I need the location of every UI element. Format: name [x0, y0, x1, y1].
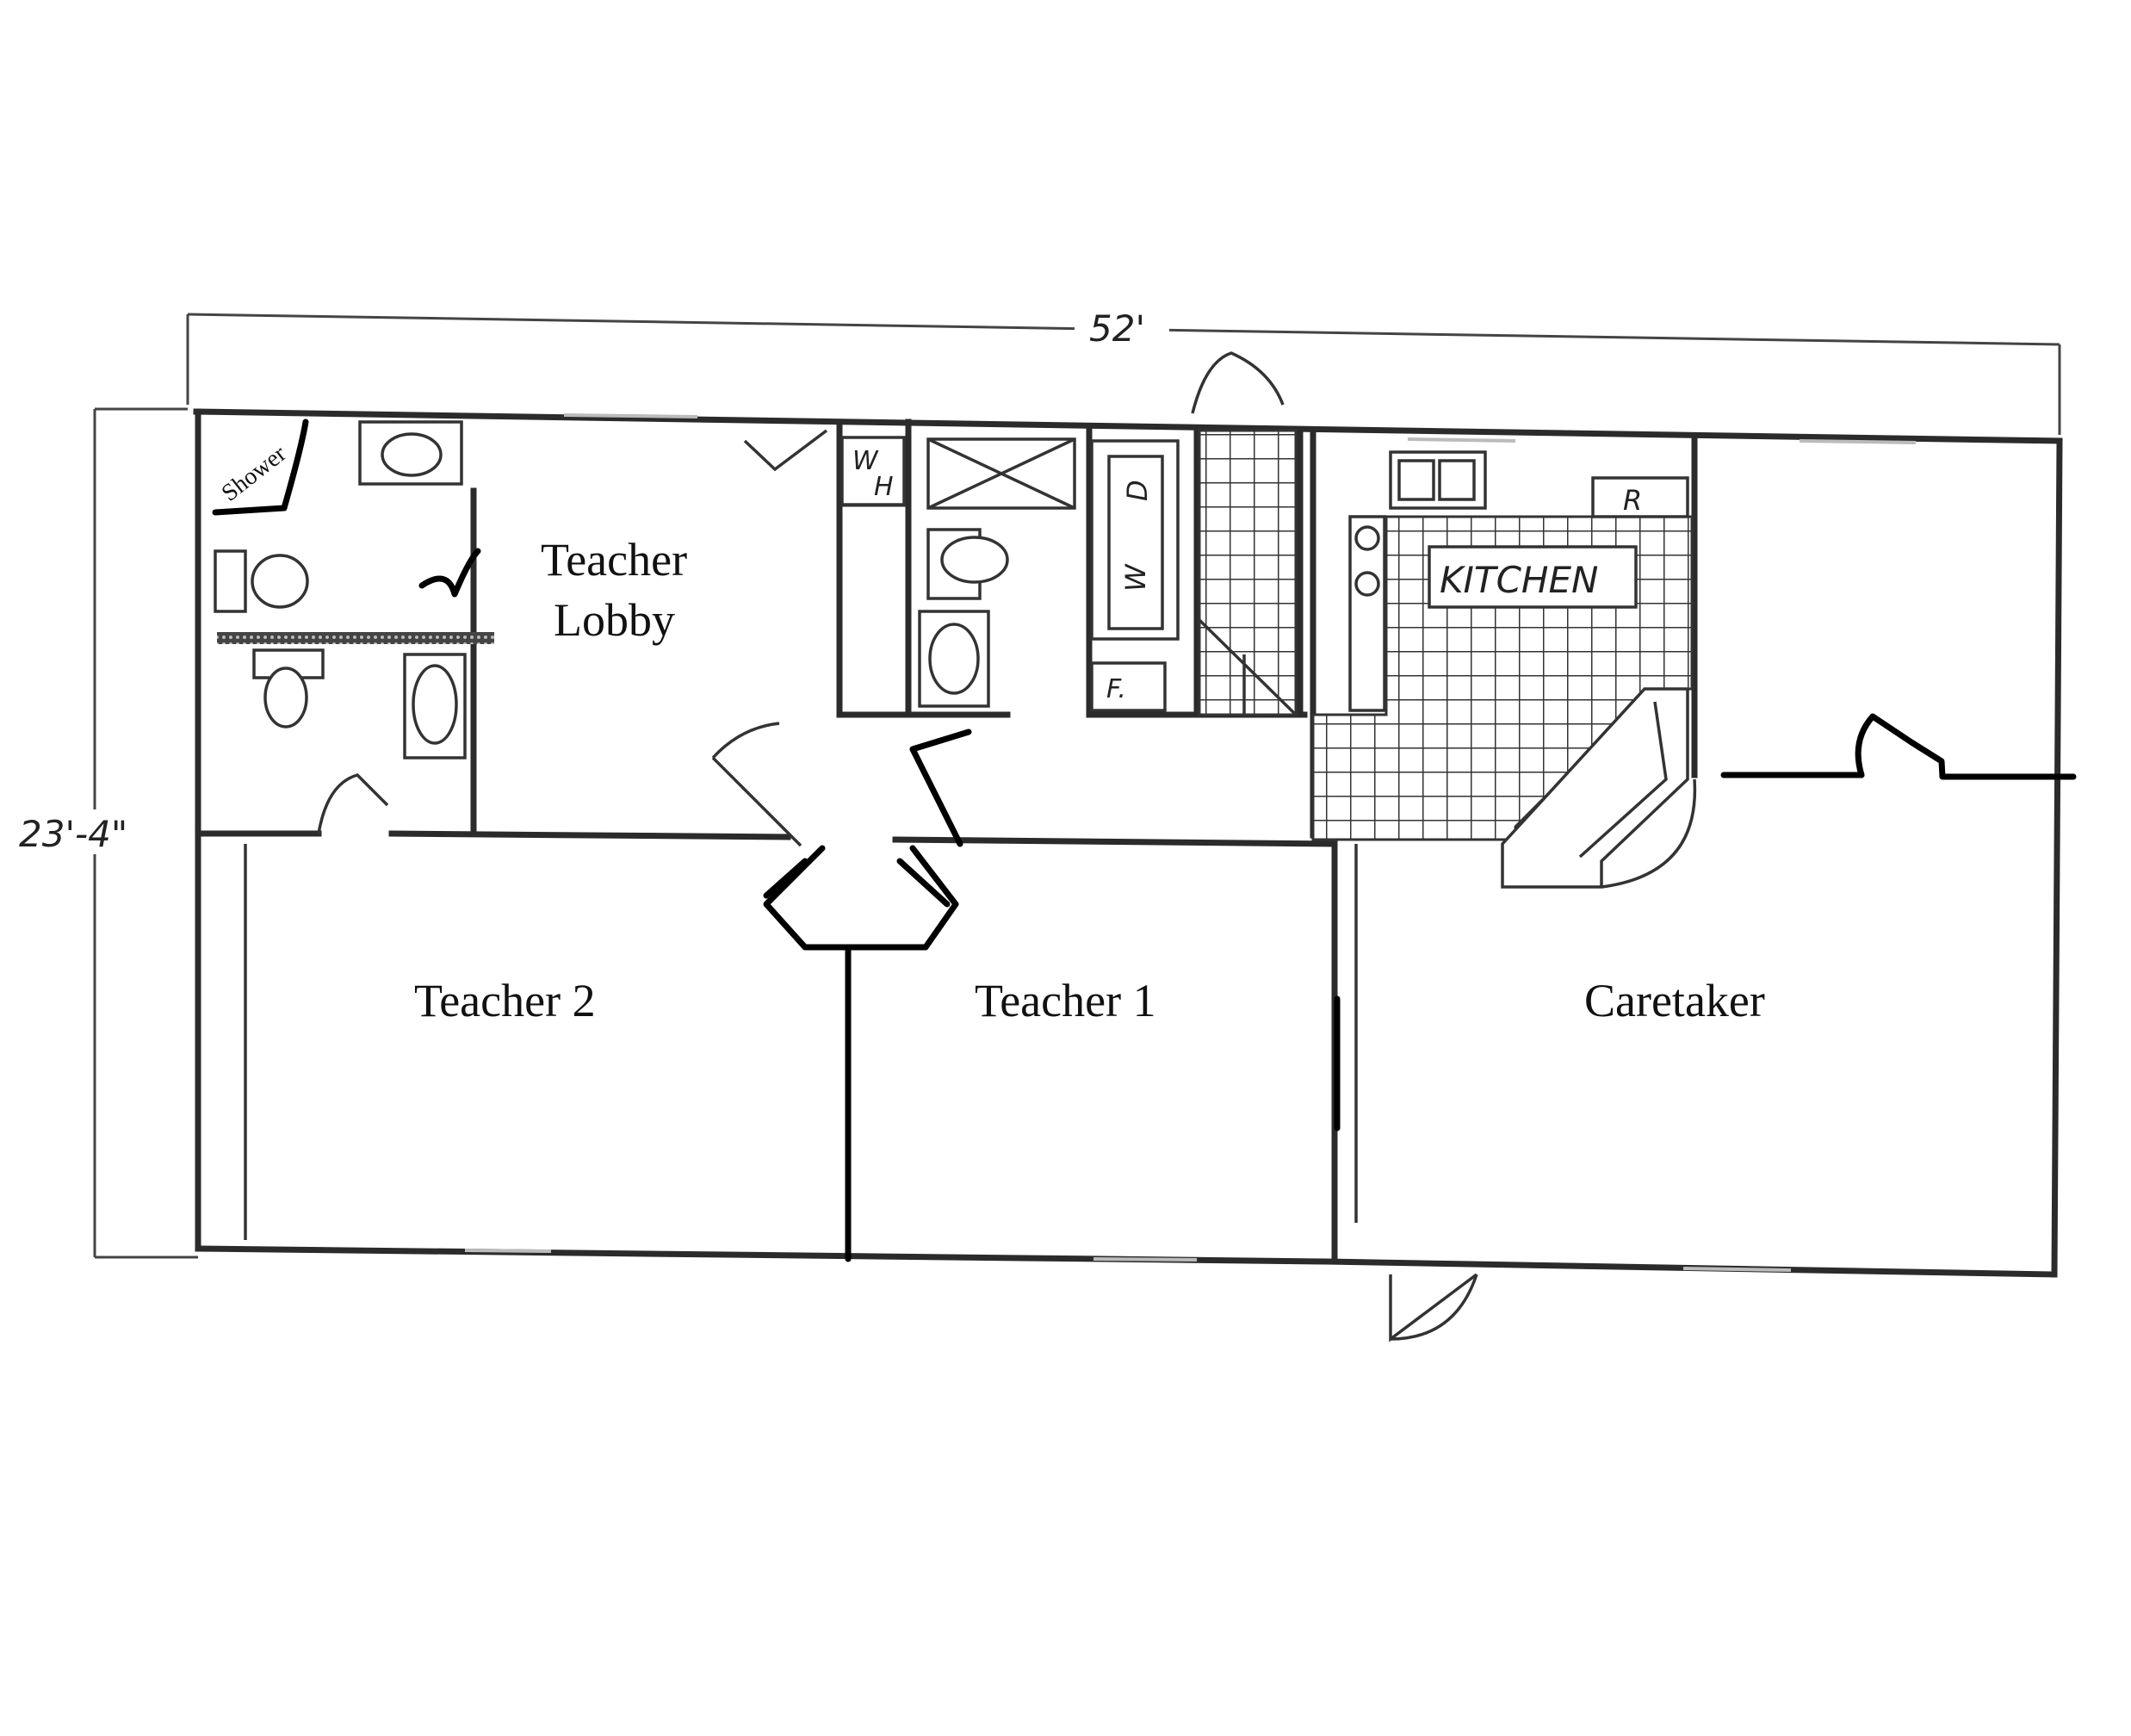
caretaker-label: Caretaker [1584, 975, 1765, 1026]
room-labels: Teacher Lobby Teacher 2 Teacher 1 Careta… [414, 534, 1765, 1026]
shower-label: Shower [217, 440, 292, 507]
svg-text:F.: F. [1106, 674, 1126, 704]
bathroom-fixtures: Shower [212, 418, 481, 760]
teacher-lobby-label-line1: Teacher [541, 534, 687, 586]
exterior-walls [193, 408, 2063, 1278]
windows [464, 413, 1917, 1272]
kitchen-label: KITCHEN [1440, 559, 1598, 601]
door-swings [317, 351, 1478, 1342]
bathroom-partition [217, 632, 494, 644]
svg-text:R: R [1623, 484, 1642, 517]
depth-dimension-label: 23'-4" [15, 809, 170, 855]
svg-text:W: W [852, 446, 879, 476]
svg-text:23'-4": 23'-4" [19, 813, 127, 855]
teacher-2-label: Teacher 2 [414, 975, 596, 1026]
svg-text:52': 52' [1089, 307, 1145, 350]
svg-text:D: D [1121, 480, 1154, 501]
utility-fixtures: W H D W F. [840, 429, 1298, 716]
svg-text:W: W [1119, 563, 1152, 592]
width-dimension-label: 52' [1075, 306, 1169, 350]
teacher-1-label: Teacher 1 [975, 975, 1156, 1026]
kitchen-area: R KITCHEN [1311, 450, 1697, 889]
svg-text:H: H [874, 472, 894, 502]
teacher-lobby-label-line2: Lobby [554, 594, 675, 646]
ink-annotations [763, 713, 2077, 1262]
